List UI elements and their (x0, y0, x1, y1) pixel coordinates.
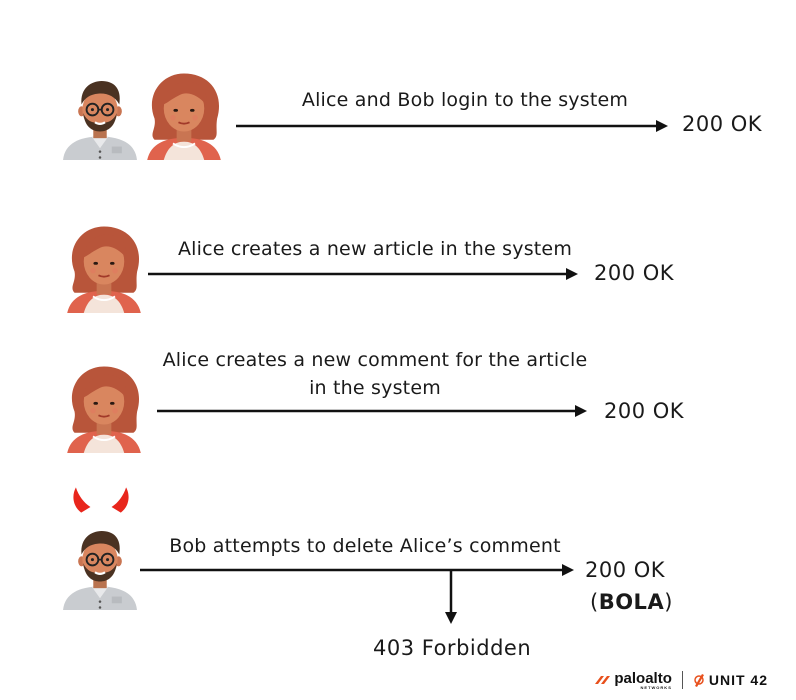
unit42-mark-icon (694, 674, 704, 687)
step3-label-line2: in the system (309, 377, 441, 399)
alice-avatar (138, 52, 230, 160)
step4-status: 200 OK (585, 558, 666, 582)
step1-arrow (236, 120, 668, 132)
step4-bola-note: (BOLA) (590, 590, 673, 614)
alice-avatar (58, 205, 150, 313)
unit42-logo: UNIT 42 (693, 672, 768, 688)
step3-arrow (157, 405, 587, 417)
step2-status: 200 OK (594, 261, 675, 285)
step4-label: Bob attempts to delete Alice’s comment (169, 535, 561, 557)
bola-label: BOLA (598, 590, 665, 614)
step4-arrow (140, 564, 574, 624)
step1-status: 200 OK (682, 112, 763, 136)
alice-avatar (58, 345, 150, 453)
bob-avatar (58, 50, 142, 160)
bob-avatar (58, 500, 142, 610)
step2-arrow (148, 268, 578, 280)
step3-status: 200 OK (604, 399, 685, 423)
step2-label: Alice creates a new article in the syste… (177, 238, 573, 260)
step1-label: Alice and Bob login to the system (301, 89, 629, 111)
paloalto-mark-icon (595, 676, 611, 684)
branch-status: 403 Forbidden (373, 636, 532, 660)
logo-divider (681, 671, 683, 689)
step3-label-line1: Alice creates a new comment for the arti… (162, 349, 588, 371)
